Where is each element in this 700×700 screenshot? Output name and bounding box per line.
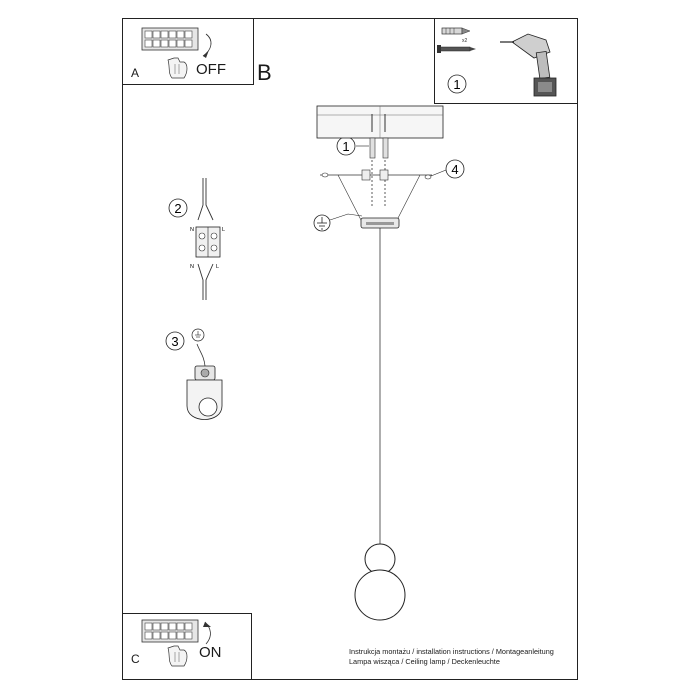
step-1-marker: 1 xyxy=(336,136,356,156)
step-1-number: 1 xyxy=(453,77,460,92)
screw-icon xyxy=(371,114,386,206)
ground-symbol-icon xyxy=(313,213,363,232)
hand-press-icon xyxy=(167,645,188,667)
off-arrow-icon xyxy=(202,33,212,58)
on-arrow-icon xyxy=(203,621,211,645)
power-drill-icon xyxy=(500,33,557,97)
step-1-marker-tools: 1 xyxy=(447,74,467,94)
ground-symbol-icon xyxy=(191,328,205,342)
ceiling-block xyxy=(316,105,444,139)
step-2-marker: 2 xyxy=(168,198,188,218)
switch-box-icon xyxy=(141,619,199,643)
step-2-number: 2 xyxy=(174,201,181,216)
terminal-l-bottom: L xyxy=(216,264,219,270)
panel-b-letter: B xyxy=(257,60,272,85)
switch-box-icon xyxy=(141,27,199,51)
instruction-sheet xyxy=(122,18,578,680)
power-off-label: OFF xyxy=(196,61,226,78)
step-3-marker: 3 xyxy=(165,331,185,351)
terminal-n-top: N xyxy=(190,227,194,233)
pendant-lamp-icon xyxy=(354,543,406,621)
step-1-number: 1 xyxy=(342,139,349,154)
panel-c-letter: C xyxy=(131,652,140,666)
caption-line-2: Lampa wisząca / Ceiling lamp / Deckenleu… xyxy=(349,657,500,666)
screw-qty: x2 xyxy=(462,38,468,44)
hand-press-icon xyxy=(167,57,188,79)
panel-a-letter: A xyxy=(131,66,140,80)
step-4-marker: 4 xyxy=(445,159,465,179)
mounting-bracket xyxy=(320,169,447,223)
lamp-canopy xyxy=(360,217,400,229)
caption-line-1: Instrukcja montażu / installation instru… xyxy=(349,647,554,656)
terminal-n-bottom: N xyxy=(190,264,194,270)
screw-icon xyxy=(437,45,476,53)
power-on-label: ON xyxy=(199,644,222,661)
terminal-block-icon: N L N L xyxy=(190,178,225,300)
terminal-l-top: L xyxy=(222,227,225,233)
wall-plug-icon xyxy=(441,27,471,35)
step-3-number: 3 xyxy=(171,334,178,349)
step-4-number: 4 xyxy=(451,162,458,177)
ground-clamp-icon xyxy=(186,343,223,420)
wall-plug-icon xyxy=(369,137,389,159)
